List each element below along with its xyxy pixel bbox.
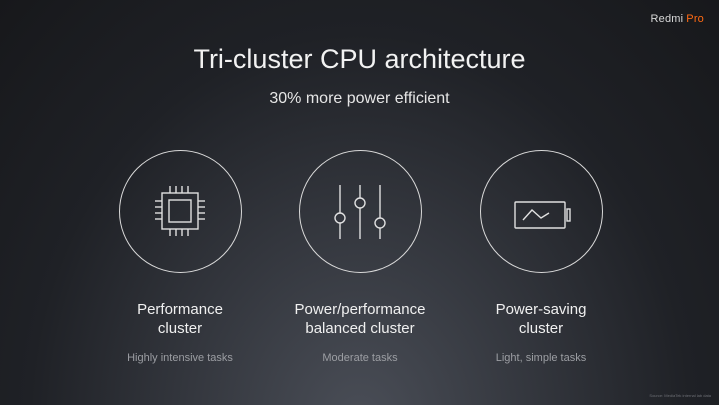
cluster-name: Power-saving cluster [495, 301, 587, 337]
cluster-balanced: Power/performance balanced cluster Moder… [270, 150, 450, 364]
cluster-performance: Performance cluster Highly intensive tas… [90, 150, 270, 364]
cluster-name: Performance cluster [137, 301, 223, 337]
slide-subtitle: 30% more power efficient [269, 90, 450, 107]
cluster-name: Power/performance balanced cluster [294, 301, 426, 337]
brand-name: Redmi [650, 13, 684, 25]
slide-title: Tri-cluster CPU architecture [193, 44, 526, 74]
cpu-chip-icon [118, 150, 242, 273]
sliders-icon [298, 150, 422, 273]
source-footnote: Source: MediaTek internal lab data [649, 393, 711, 398]
cluster-description: Light, simple tasks [495, 352, 587, 364]
cluster-power-saving: Power-saving cluster Light, simple tasks [451, 150, 631, 364]
cluster-description: Highly intensive tasks [127, 352, 233, 364]
cluster-description: Moderate tasks [322, 352, 398, 364]
brand-accent: Pro [686, 13, 704, 25]
battery-icon [479, 150, 603, 273]
